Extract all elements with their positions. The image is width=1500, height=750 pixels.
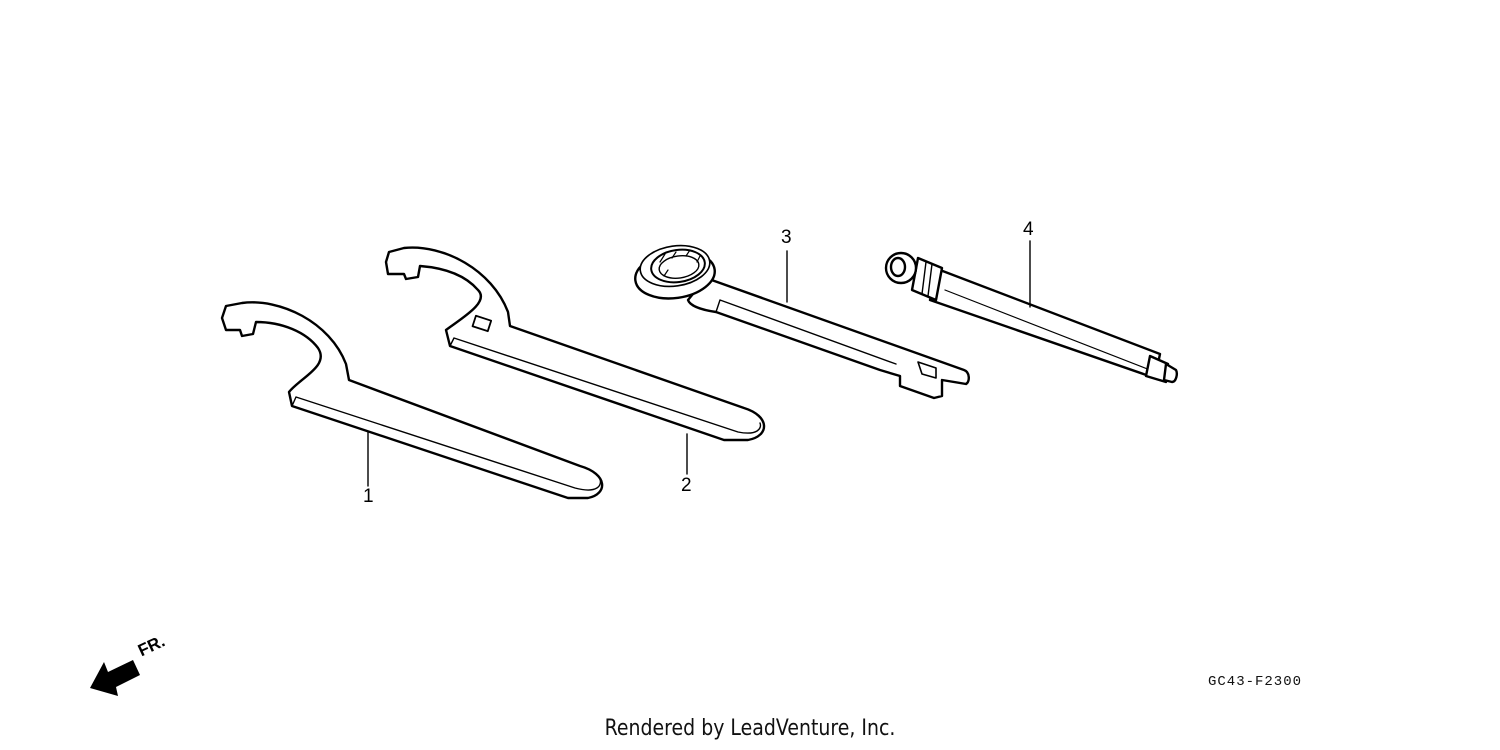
part-2-hook-wrench[interactable] <box>384 246 766 442</box>
render-credit: Rendered by LeadVenture, Inc. <box>604 716 896 741</box>
callout-3[interactable]: 3 <box>781 227 792 248</box>
callout-1[interactable]: 1 <box>363 486 374 507</box>
front-arrow-icon <box>90 660 140 696</box>
leader-lines <box>367 240 1031 487</box>
part-3-ring-wrench[interactable] <box>632 241 970 400</box>
part-4-extension-bar[interactable] <box>884 251 1178 384</box>
part-1-hook-wrench[interactable] <box>220 301 604 500</box>
diagram-code: GC43-F2300 <box>1208 674 1303 690</box>
callout-4[interactable]: 4 <box>1023 219 1034 240</box>
callout-2[interactable]: 2 <box>681 475 692 496</box>
